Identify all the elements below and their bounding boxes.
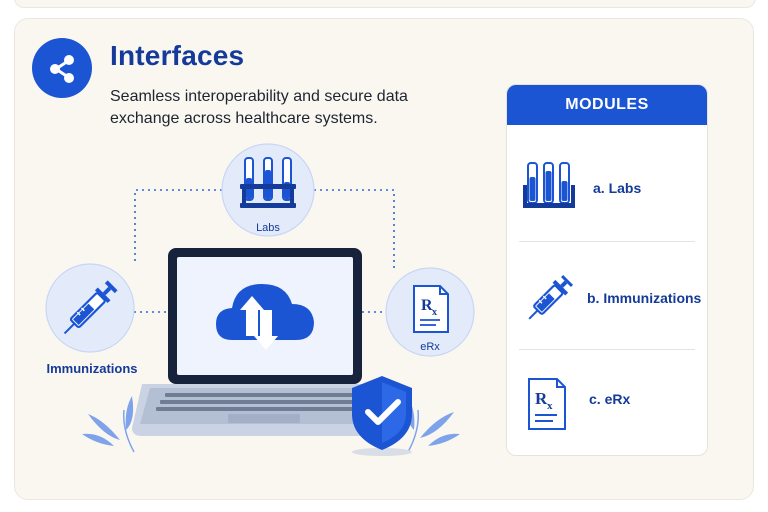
shield-check-icon: [352, 376, 412, 456]
svg-text:R: R: [535, 389, 548, 408]
modules-header: MODULES: [507, 85, 707, 125]
laptop-icon: [132, 248, 398, 436]
erx-node-label: eRx: [420, 341, 440, 353]
prescription-icon: R x: [528, 378, 566, 430]
module-label-immunizations: b. Immunizations: [587, 290, 702, 306]
svg-text:R: R: [421, 297, 433, 314]
svg-text:x: x: [432, 307, 437, 318]
labs-node-label: Labs: [256, 222, 280, 234]
share-icon: [50, 55, 74, 83]
dotted-connectors: [134, 189, 395, 313]
module-label-labs: a. Labs: [593, 180, 642, 196]
module-item-erx[interactable]: R x c. eRx: [507, 353, 707, 453]
module-label-erx: c. eRx: [589, 391, 631, 407]
module-divider: [519, 241, 695, 242]
immunizations-node-label: Immunizations: [46, 361, 138, 376]
page-subtitle: Seamless interoperability and secure dat…: [110, 88, 408, 127]
test-tubes-icon: [523, 162, 575, 208]
labs-node-icon: [221, 143, 315, 237]
module-item-immunizations[interactable]: b. Immunizations: [507, 249, 707, 349]
leaf-decoration-right: [406, 398, 460, 453]
syringe-icon: [528, 274, 574, 320]
cloud-sync-icon: [216, 284, 314, 350]
immunizations-node-icon: [45, 263, 135, 353]
svg-text:x: x: [547, 400, 553, 412]
module-divider: [519, 349, 695, 350]
page-title: Interfaces: [110, 40, 245, 71]
leaf-decoration-left: [82, 396, 135, 453]
modules-panel: MODULES a. Labs: [506, 84, 708, 456]
erx-node-icon: R x: [385, 267, 475, 357]
module-item-labs[interactable]: a. Labs: [507, 137, 707, 237]
share-icon-badge: [32, 38, 92, 98]
